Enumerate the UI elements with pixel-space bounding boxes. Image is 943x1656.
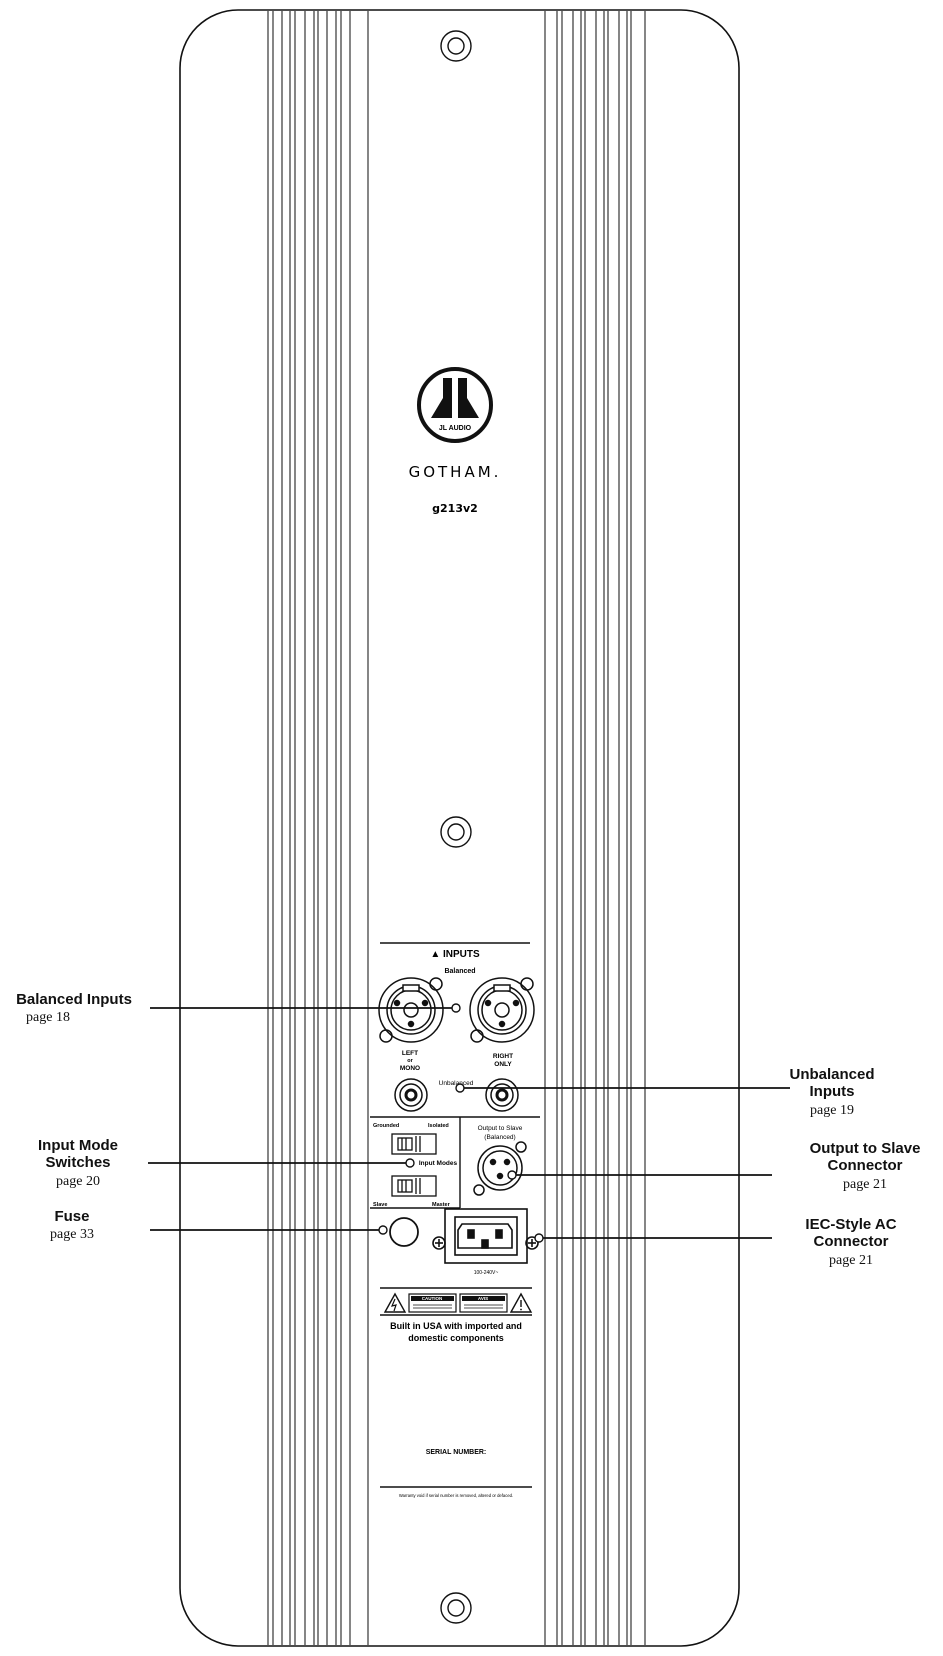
- left-mono-label-1: LEFT: [402, 1050, 418, 1057]
- master-label: Master: [432, 1202, 451, 1208]
- right-only-label-1: RIGHT: [493, 1053, 513, 1060]
- callout-iec-connector: IEC-Style AC Connector page 21: [776, 1216, 926, 1269]
- right-combo-jack[interactable]: [469, 977, 535, 1043]
- left-rca-jack[interactable]: [394, 1078, 428, 1112]
- panel-outline: [179, 9, 740, 1647]
- callout-unbalanced-title-2: Inputs: [809, 1083, 855, 1101]
- unbalanced-label: Unbalanced: [439, 1080, 474, 1087]
- output-slave-label-2: (Balanced): [484, 1134, 515, 1141]
- serial-number-label: SERIAL NUMBER:: [426, 1449, 487, 1456]
- callout-iec-title-2: Connector: [813, 1233, 889, 1251]
- mount-hole-middle: [440, 816, 472, 848]
- logo-text: JL AUDIO: [439, 425, 472, 432]
- warning-triangle-right-icon: [509, 1292, 533, 1313]
- callout-fuse-title: Fuse: [54, 1208, 90, 1225]
- callout-unbalanced-inputs: Unbalanced Inputs page 19: [772, 1066, 892, 1119]
- callout-balanced-inputs: Balanced Inputs page 18: [4, 991, 144, 1026]
- mount-hole-top: [440, 30, 472, 62]
- slave-label: Slave: [373, 1202, 387, 1208]
- callout-balanced-page: page 18: [26, 1010, 70, 1026]
- product-name: GOTHAM.: [409, 463, 502, 481]
- output-slave-xlr[interactable]: [473, 1141, 527, 1196]
- fuse-leader-dot: [378, 1225, 388, 1235]
- right-rca-jack[interactable]: [485, 1078, 519, 1112]
- iec-ac-connector[interactable]: [432, 1208, 539, 1264]
- callout-fuse-page: page 33: [50, 1227, 94, 1243]
- isolated-label: Isolated: [428, 1123, 449, 1129]
- callout-unbalanced-page: page 19: [810, 1102, 854, 1118]
- caution-title: CAUTION: [422, 1296, 443, 1301]
- built-in-usa-line-2: domestic components: [408, 1333, 504, 1343]
- callout-fuse: Fuse page 33: [22, 1208, 122, 1243]
- callout-output-slave-title-2: Connector: [827, 1157, 903, 1175]
- left-mono-label-2: or: [407, 1058, 413, 1064]
- iec-rating: 100-240V~: [474, 1270, 499, 1276]
- callout-input-mode-title-2: Switches: [45, 1154, 111, 1172]
- fins-left: [267, 11, 369, 1645]
- balanced-label: Balanced: [444, 968, 475, 975]
- callout-unbalanced-title-1: Unbalanced: [789, 1066, 875, 1083]
- right-only-label-2: ONLY: [494, 1061, 512, 1068]
- callout-output-to-slave: Output to Slave Connector page 21: [790, 1140, 940, 1193]
- inputs-header: ▲ INPUTS: [430, 949, 480, 960]
- slave-master-switch[interactable]: [391, 1175, 437, 1197]
- unbalanced-leader-dot: [455, 1083, 465, 1093]
- left-combo-jack[interactable]: [378, 977, 444, 1043]
- input-modes-label: Input Modes: [419, 1160, 458, 1167]
- avis-title: AVIS: [478, 1296, 488, 1301]
- input-mode-leader-dot: [405, 1158, 415, 1168]
- callout-output-slave-title-1: Output to Slave: [809, 1140, 921, 1157]
- avis-box: AVIS: [459, 1293, 508, 1313]
- ground-isolate-switch[interactable]: [391, 1133, 437, 1155]
- mount-hole-bottom: [440, 1592, 472, 1624]
- lower-section-frame: [370, 1116, 540, 1209]
- callout-balanced-title: Balanced Inputs: [16, 991, 132, 1008]
- warning-triangle-left-icon: [383, 1292, 407, 1313]
- fins-right: [544, 11, 646, 1645]
- callout-output-slave-page: page 21: [843, 1176, 887, 1192]
- warranty-note: Warranty void if serial number is remove…: [399, 1493, 513, 1498]
- callout-input-mode-title-1: Input Mode: [38, 1137, 118, 1154]
- caution-box: CAUTION: [408, 1293, 457, 1313]
- callout-input-mode-switches: Input Mode Switches page 20: [18, 1137, 138, 1190]
- balanced-leader-dot: [451, 1003, 461, 1013]
- output-slave-leader-dot: [507, 1170, 517, 1180]
- jl-audio-logo: JL AUDIO: [417, 367, 493, 443]
- built-in-usa-line-1: Built in USA with imported and: [390, 1321, 522, 1331]
- callout-iec-title-1: IEC-Style AC: [805, 1216, 897, 1233]
- callout-leaders: [148, 1003, 790, 1243]
- grounded-label: Grounded: [373, 1123, 399, 1129]
- fuse-holder[interactable]: [389, 1217, 419, 1247]
- output-slave-label-1: Output to Slave: [478, 1125, 523, 1132]
- model-number: g213v2: [432, 502, 478, 515]
- callout-iec-page: page 21: [829, 1252, 873, 1268]
- iec-leader-dot: [534, 1233, 544, 1243]
- left-mono-label-3: MONO: [400, 1065, 420, 1072]
- callout-input-mode-page: page 20: [56, 1173, 100, 1189]
